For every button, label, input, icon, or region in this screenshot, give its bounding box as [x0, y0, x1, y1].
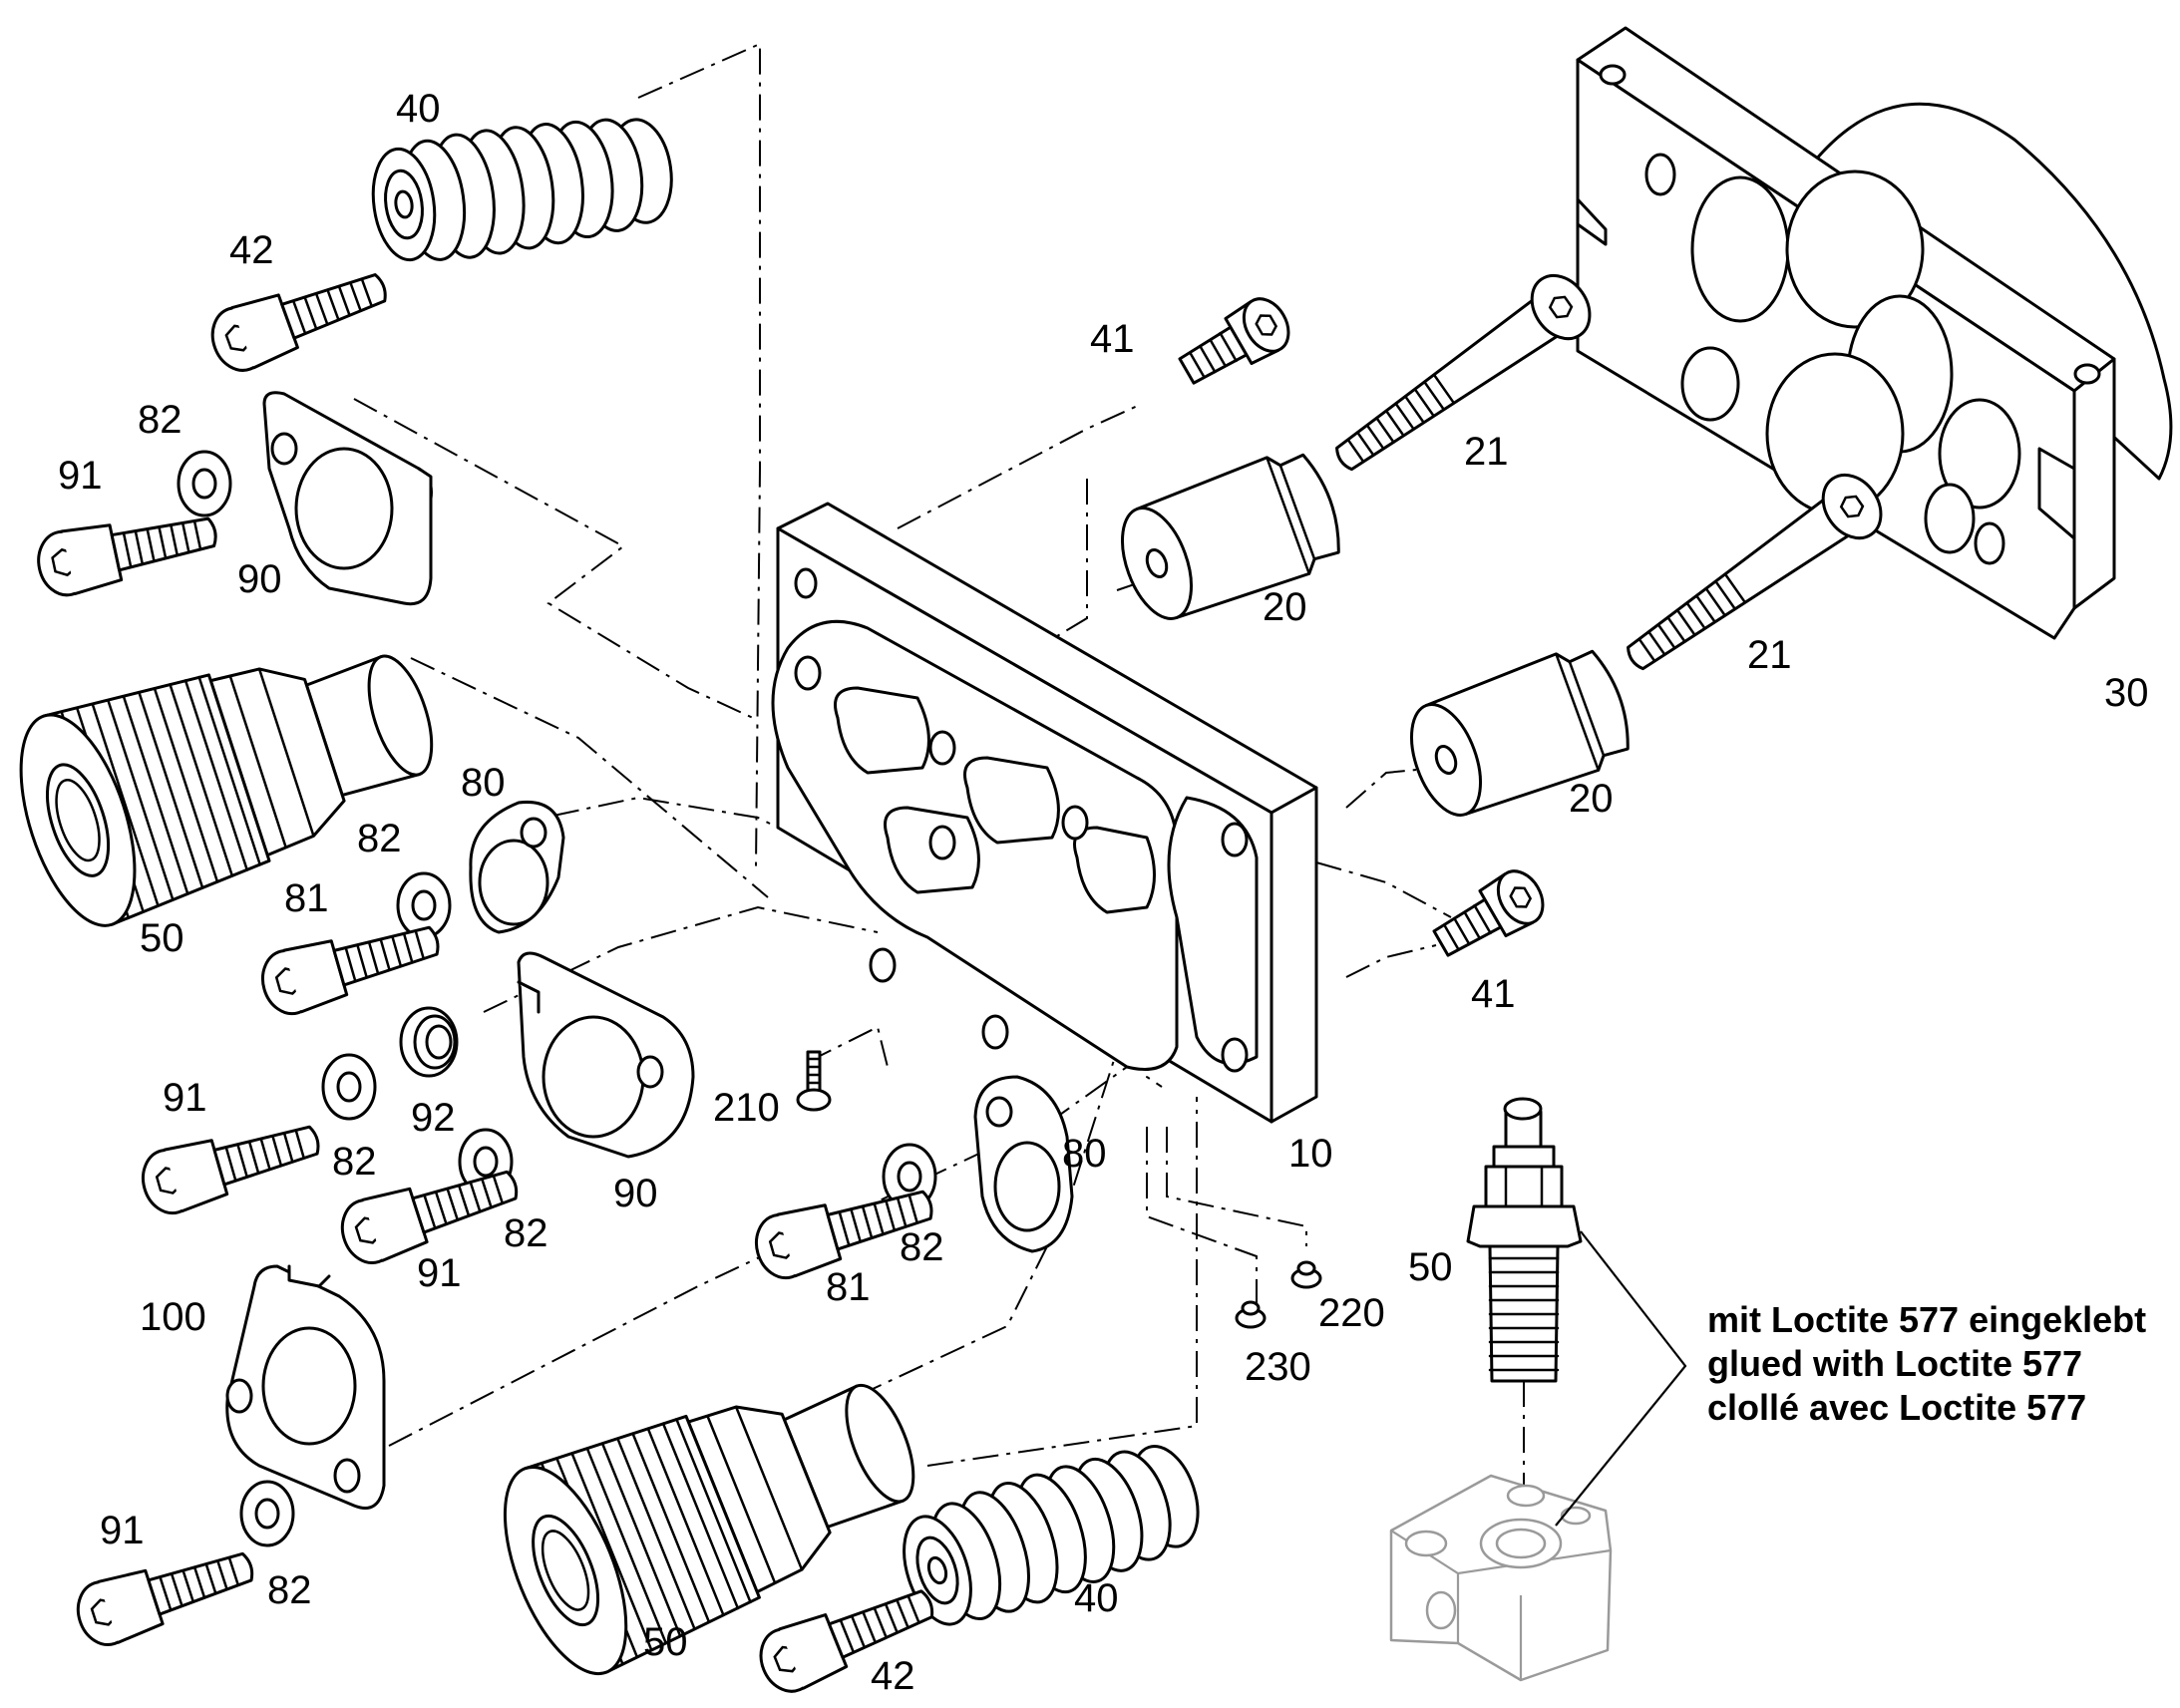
- eye-plate-80-bottom: [973, 1075, 1074, 1253]
- small-plug-220: [1290, 1260, 1322, 1289]
- washer-82-c: [321, 1053, 377, 1121]
- callout-20-a: 20: [1263, 585, 1307, 629]
- callout-10: 10: [1288, 1132, 1333, 1176]
- assembly-guide-line: [388, 1066, 1128, 1447]
- callout-220: 220: [1318, 1291, 1385, 1335]
- screw-41-bottom: [1432, 869, 1545, 957]
- note-leader-line: [1555, 1230, 1687, 1527]
- washer-82-a: [177, 450, 232, 517]
- long-screw-21-top: [1319, 262, 1604, 491]
- assembly-guide-line: [807, 1025, 889, 1068]
- assembly-guide-line: [1345, 769, 1417, 809]
- callout-41-top: 41: [1090, 317, 1135, 361]
- valve-cartridge-50-detail: [1466, 1097, 1583, 1383]
- callout-82-a: 82: [138, 398, 182, 442]
- callout-81-b: 81: [826, 1265, 871, 1309]
- screw-91-d: [68, 1534, 262, 1653]
- eye-plate-80-top: [469, 800, 565, 934]
- washer-82-f: [239, 1480, 295, 1547]
- callout-91-a: 91: [58, 454, 103, 498]
- loctite-note: mit Loctite 577 eingeklebt glued with Lo…: [1707, 1298, 2146, 1430]
- callout-20-b: 20: [1569, 777, 1614, 821]
- small-screw-210: [796, 1050, 832, 1112]
- main-valve-plate: [771, 502, 1318, 1124]
- callout-92: 92: [411, 1096, 456, 1140]
- callout-90-a: 90: [237, 557, 282, 601]
- spring-40-bottom: [888, 1427, 1215, 1640]
- assembly-guide-line: [410, 657, 769, 898]
- callout-210: 210: [713, 1086, 780, 1130]
- callout-82-d: 82: [504, 1211, 548, 1255]
- screw-42-top: [202, 254, 397, 380]
- assembly-guide-line: [897, 403, 1143, 529]
- assembly-guide-line: [1315, 861, 1452, 918]
- assembly-guide-line: [857, 956, 1148, 1397]
- small-plug-230: [1235, 1300, 1267, 1329]
- flange-plate-90-top: [262, 391, 433, 606]
- assembly-guide-line: [483, 905, 879, 1013]
- callout-100: 100: [140, 1295, 206, 1339]
- callout-50-a: 50: [140, 916, 184, 960]
- sleeve-20-top: [1106, 440, 1353, 634]
- screw-41-top: [1178, 297, 1290, 385]
- callout-90-b: 90: [613, 1172, 658, 1215]
- callout-82-c: 82: [332, 1140, 377, 1184]
- note-line-english: glued with Loctite 577: [1707, 1343, 2083, 1384]
- callout-50-b: 50: [1408, 1245, 1453, 1289]
- assembly-guide-line: [1146, 1127, 1258, 1306]
- screw-91-a: [31, 499, 223, 602]
- callout-42-top: 42: [229, 228, 274, 272]
- callout-42-bottom: 42: [871, 1654, 915, 1698]
- seal-ring-92: [399, 1006, 459, 1078]
- callout-50-c: 50: [643, 1620, 688, 1664]
- end-cover-block: [1576, 26, 2173, 640]
- assembly-guide-line: [353, 398, 754, 719]
- assembly-guide-line: [1345, 944, 1437, 978]
- callout-labels: 40 42 41 82 91 21 90 20 21 30 80 20 82 8…: [58, 87, 2149, 1698]
- note-line-german: mit Loctite 577 eingeklebt: [1707, 1299, 2147, 1340]
- flange-plate-100: [225, 1264, 386, 1510]
- valve-housing-detail: [1389, 1474, 1613, 1682]
- callout-80-a: 80: [461, 761, 506, 805]
- callout-91-d: 91: [100, 1509, 145, 1552]
- screw-91-b: [134, 1107, 328, 1221]
- valve-cartridge-50-top: [0, 601, 461, 941]
- callout-21-a: 21: [1464, 430, 1509, 474]
- assembly-guide-line: [637, 42, 761, 868]
- assembly-guide-line: [1145, 996, 1163, 1088]
- callout-81-a: 81: [284, 876, 329, 920]
- assembly-guide-line: [1036, 479, 1088, 649]
- callout-30: 30: [2104, 671, 2149, 715]
- assembly-guide-line: [1116, 572, 1168, 591]
- callout-40-bottom: 40: [1074, 1576, 1119, 1620]
- callout-230: 230: [1245, 1345, 1311, 1389]
- callout-80-b: 80: [1062, 1132, 1107, 1176]
- callout-21-b: 21: [1747, 633, 1792, 677]
- callout-41-b: 41: [1471, 972, 1516, 1016]
- callout-82-e: 82: [900, 1225, 944, 1269]
- callout-82-f: 82: [267, 1568, 312, 1612]
- assembly-guide-line: [1166, 1127, 1307, 1246]
- flange-plate-90-bottom: [517, 951, 695, 1159]
- callout-91-c: 91: [417, 1251, 462, 1295]
- note-line-french: clollé avec Loctite 577: [1707, 1387, 2087, 1428]
- callout-40-top: 40: [396, 87, 441, 131]
- callout-91-b: 91: [163, 1076, 207, 1120]
- callout-82-b: 82: [357, 817, 402, 860]
